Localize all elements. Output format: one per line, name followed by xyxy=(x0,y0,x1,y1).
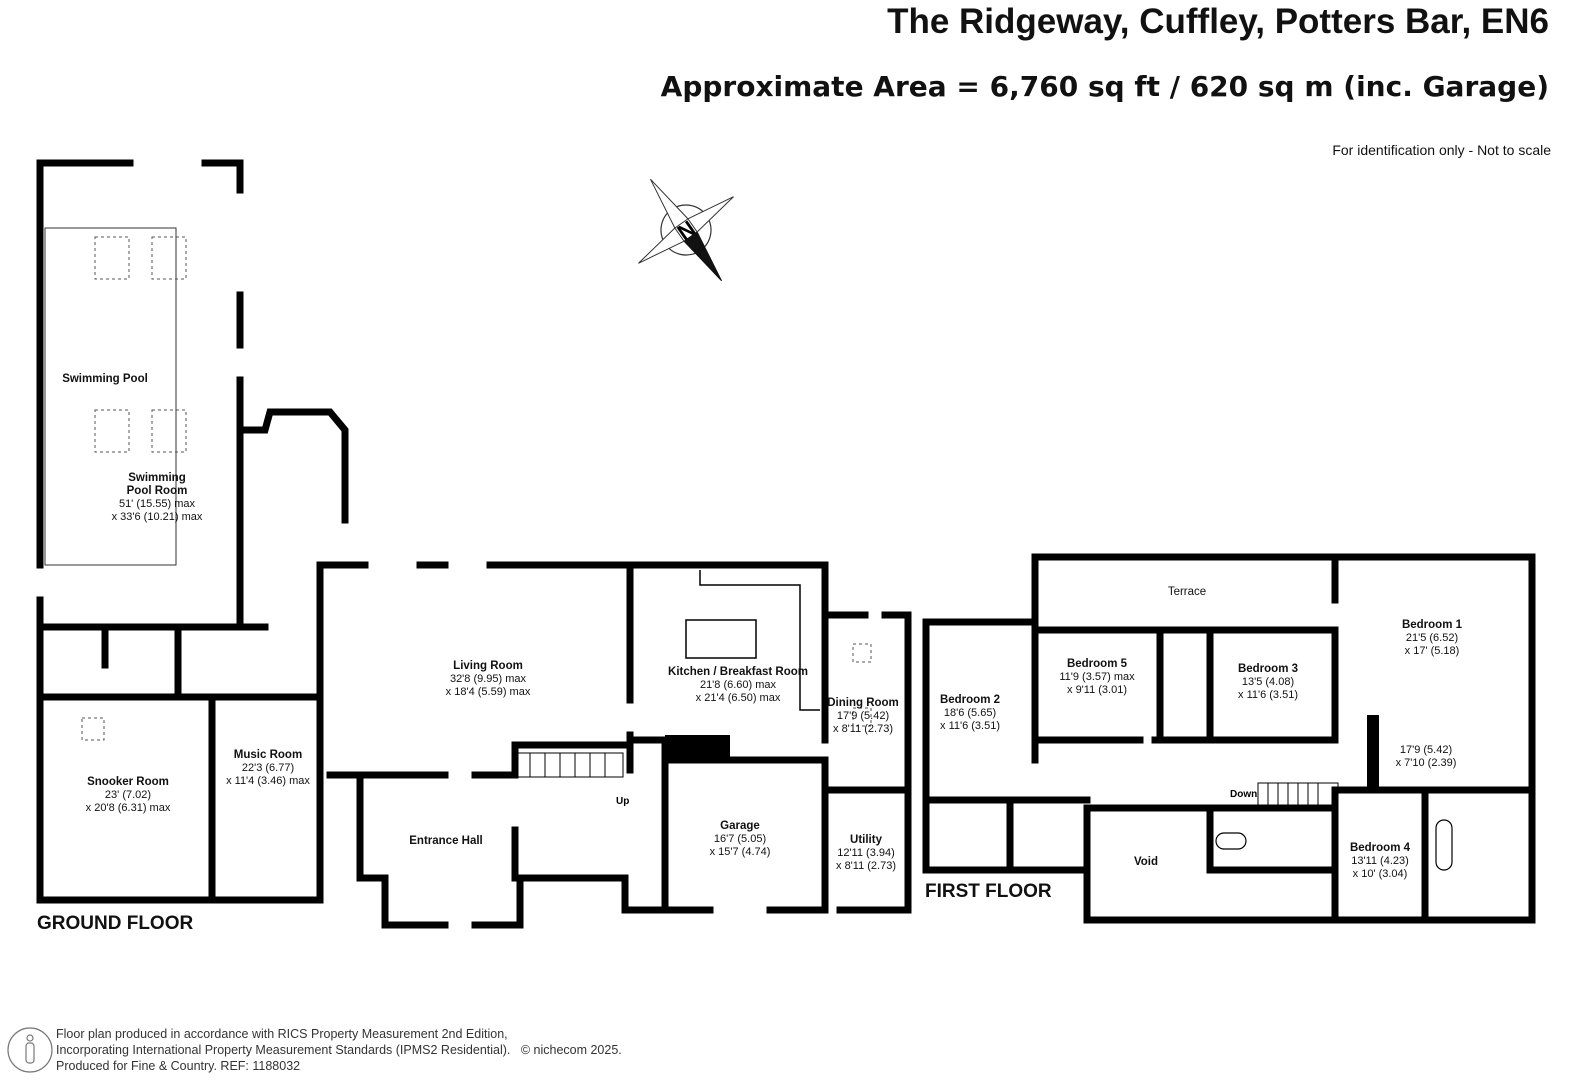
room-dims: x 20'8 (6.31) max xyxy=(85,802,171,814)
room-name: Living Room xyxy=(453,660,523,672)
approximate-area: Approximate Area = 6,760 sq ft / 620 sq … xyxy=(660,70,1549,103)
room-swimming-pool: Swimming Pool xyxy=(62,373,148,386)
room-dims: x 9'11 (3.01) xyxy=(1067,684,1127,696)
kitchen-island xyxy=(685,619,757,659)
stairs-first-floor xyxy=(1257,782,1339,810)
room-name: Snooker Room xyxy=(87,776,169,788)
room-void: Void xyxy=(1134,856,1158,869)
person-icon xyxy=(7,1027,53,1073)
room-dims: 13'11 (4.23) xyxy=(1351,855,1409,867)
chimney-block xyxy=(665,735,730,763)
footer-line-1: Floor plan produced in accordance with R… xyxy=(56,1027,508,1041)
room-name: Utility xyxy=(850,834,882,846)
room-dims: x 8'11 (2.73) xyxy=(833,723,893,735)
room-dims: 11'9 (3.57) max xyxy=(1059,671,1135,683)
room-entrance-hall: Entrance Hall xyxy=(409,835,483,848)
footer-copyright: © nichecom 2025. xyxy=(520,1043,622,1057)
property-title: The Ridgeway, Cuffley, Potters Bar, EN6 xyxy=(887,2,1549,41)
room-dims: x 11'4 (3.46) max xyxy=(226,775,310,787)
room-name: Swimming Pool Room xyxy=(126,472,188,497)
room-dims: x 18'4 (5.59) max xyxy=(445,686,531,698)
footer-notes: Floor plan produced in accordance with R… xyxy=(56,1026,622,1074)
room-dims: x 21'4 (6.50) max xyxy=(695,692,781,704)
room-dims: x 15'7 (4.74) xyxy=(709,846,771,858)
room-dims: x 33'6 (10.21) max xyxy=(111,511,203,523)
room-dressing: 17'9 (5.42)x 7'10 (2.39) xyxy=(1396,744,1457,770)
room-dims: x 7'10 (2.39) xyxy=(1395,757,1457,769)
first-floor-walls xyxy=(922,553,1536,924)
room-name: Swimming Pool xyxy=(62,373,148,385)
room-dims: x 8'11 (2.73) xyxy=(836,860,896,872)
room-name: Kitchen / Breakfast Room xyxy=(668,666,808,678)
room-name: Bedroom 4 xyxy=(1349,842,1411,854)
room-dims: 21'5 (6.52) xyxy=(1405,632,1459,644)
room-dims: 16'7 (5.05) xyxy=(713,833,767,845)
chimney-first-floor xyxy=(1367,715,1379,787)
stairs-down-label: Down xyxy=(1230,789,1257,800)
room-dims: x 17' (5.18) xyxy=(1404,645,1460,657)
skylight-icons xyxy=(81,236,872,741)
room-dims: 13'5 (4.08) xyxy=(1241,676,1295,688)
room-dims: 17'9 (5.42) xyxy=(1399,744,1453,756)
room-dims: 32'8 (9.95) max xyxy=(449,673,527,685)
room-name: Void xyxy=(1133,856,1159,868)
stairs-ground xyxy=(517,752,624,778)
room-dims: 12'11 (3.94) xyxy=(837,847,895,859)
room-dims: 21'8 (6.60) max xyxy=(699,679,777,691)
room-name: Dining Room xyxy=(827,697,899,709)
footer-line-3: Produced for Fine & Country. REF: 118803… xyxy=(56,1059,301,1073)
room-name: Bedroom 3 xyxy=(1237,663,1299,675)
room-name: Garage xyxy=(720,820,760,832)
room-dims: x 11'6 (3.51) xyxy=(940,720,1000,732)
room-dims: 17'9 (5.42) xyxy=(836,710,890,722)
room-dims: 18'6 (5.65) xyxy=(943,707,997,719)
room-name: Music Room xyxy=(233,749,303,761)
room-name: Bedroom 1 xyxy=(1401,619,1463,631)
first-floor-label: FIRST FLOOR xyxy=(925,881,1052,902)
footer-line-2: Incorporating International Property Mea… xyxy=(56,1042,622,1058)
bath-icons xyxy=(1215,819,1453,871)
room-terrace: Terrace xyxy=(1168,586,1206,599)
ground-floor-label: GROUND FLOOR xyxy=(37,913,194,934)
room-dims: x 10' (3.04) xyxy=(1352,868,1408,880)
room-name: Bedroom 2 xyxy=(939,694,1001,706)
room-name: Bedroom 5 xyxy=(1066,658,1128,670)
room-dims: 22'3 (6.77) xyxy=(241,762,295,774)
room-dims: 51' (15.55) max xyxy=(118,498,196,510)
room-dims: x 11'6 (3.51) xyxy=(1238,689,1298,701)
scale-disclaimer: For identification only - Not to scale xyxy=(1332,142,1551,158)
room-name: Entrance Hall xyxy=(409,835,483,847)
footer-standards: Incorporating International Property Mea… xyxy=(56,1043,511,1057)
room-name: Terrace xyxy=(1167,586,1207,598)
room-dims: 23' (7.02) xyxy=(104,789,152,801)
ground-floor-walls xyxy=(36,159,912,929)
compass-icon xyxy=(638,178,734,282)
swimming-pool-outline xyxy=(44,227,177,566)
stairs-up-label: Up xyxy=(616,796,629,807)
kitchen-worktop xyxy=(699,570,820,711)
